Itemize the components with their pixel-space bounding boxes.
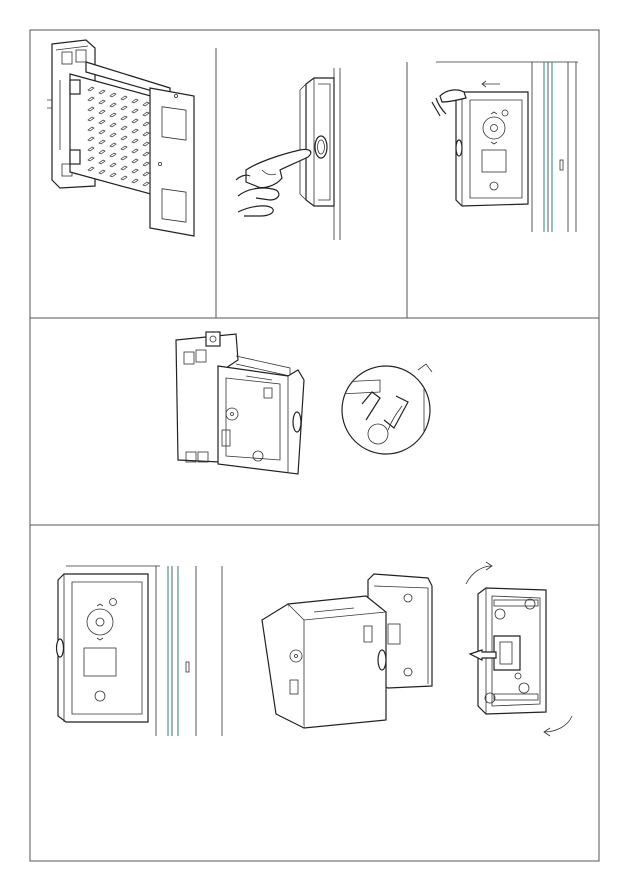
panel-step-6 — [57, 566, 223, 736]
push-arrow-icon — [482, 81, 500, 87]
finger-press-icon — [236, 149, 311, 216]
panel-step-1 — [47, 40, 194, 236]
panel-step-7b — [466, 562, 572, 736]
hinge-detail-icon — [340, 364, 432, 460]
panel-step-2 — [236, 68, 340, 240]
panel-step-7 — [262, 574, 432, 728]
panel-step-3 — [432, 62, 578, 232]
push-arrow-icon — [470, 650, 496, 660]
panel-step-4 — [176, 332, 304, 474]
